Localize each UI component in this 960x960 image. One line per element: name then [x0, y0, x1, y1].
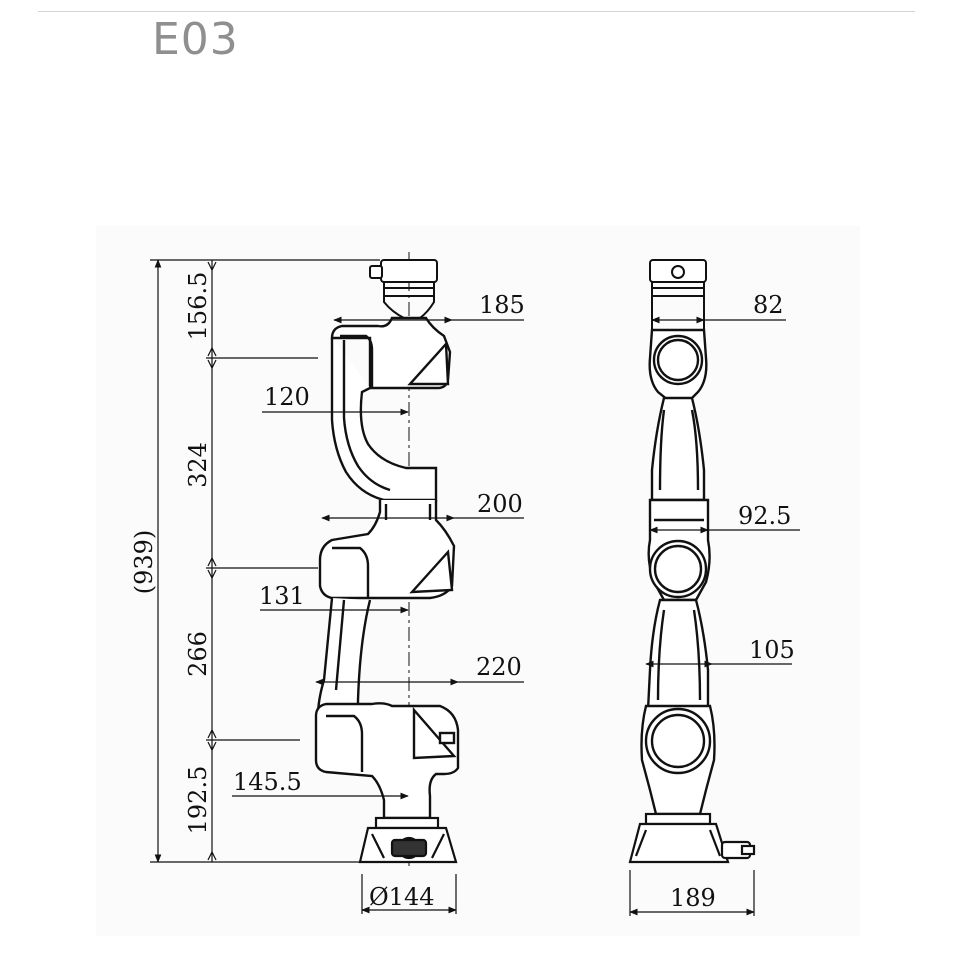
- model-title: E03: [152, 14, 239, 65]
- side-view: (939) 156.5 324 266 192.5 185 120 200 13…: [130, 252, 525, 914]
- dim-front-top-width: 82: [753, 291, 784, 319]
- front-lower-link: [646, 598, 710, 712]
- dim-front-low-width: 105: [749, 636, 795, 664]
- dim-offset-bottom: 145.5: [233, 768, 302, 796]
- side-wrist-joint: [330, 316, 452, 390]
- side-tool-flange: [369, 259, 438, 319]
- side-elbow-joint: [318, 500, 456, 600]
- dim-front-base-width: 189: [670, 884, 716, 912]
- front-view: 82 92.5 105 189: [628, 259, 800, 916]
- dim-wrist-to-top: 156.5: [184, 272, 212, 341]
- dim-offset-top: 120: [264, 383, 310, 411]
- dim-base-diameter: Ø144: [369, 883, 434, 911]
- dim-offset-mid: 131: [259, 582, 305, 610]
- side-shoulder-joint: [314, 702, 460, 820]
- dim-upper-arm: 324: [184, 442, 212, 488]
- front-elbow-joint: [647, 498, 711, 602]
- side-upper-arm: [330, 338, 438, 502]
- dim-base-to-shoulder: 192.5: [184, 766, 212, 835]
- side-base: [358, 816, 458, 864]
- dim-reach-mid: 200: [477, 490, 523, 518]
- front-shoulder-joint: [640, 704, 716, 816]
- dim-front-mid-width: 92.5: [738, 502, 791, 530]
- drawing-background: [96, 226, 860, 936]
- dim-total-height: (939): [130, 530, 158, 595]
- header-divider: [38, 11, 915, 12]
- dim-reach-bottom: 220: [476, 653, 522, 681]
- front-tool-flange: [649, 259, 707, 330]
- front-wrist-joint: [648, 328, 708, 402]
- front-base: [628, 812, 756, 864]
- dim-lower-arm: 266: [184, 631, 212, 677]
- front-upper-link: [650, 396, 706, 502]
- dim-reach-top: 185: [479, 291, 525, 319]
